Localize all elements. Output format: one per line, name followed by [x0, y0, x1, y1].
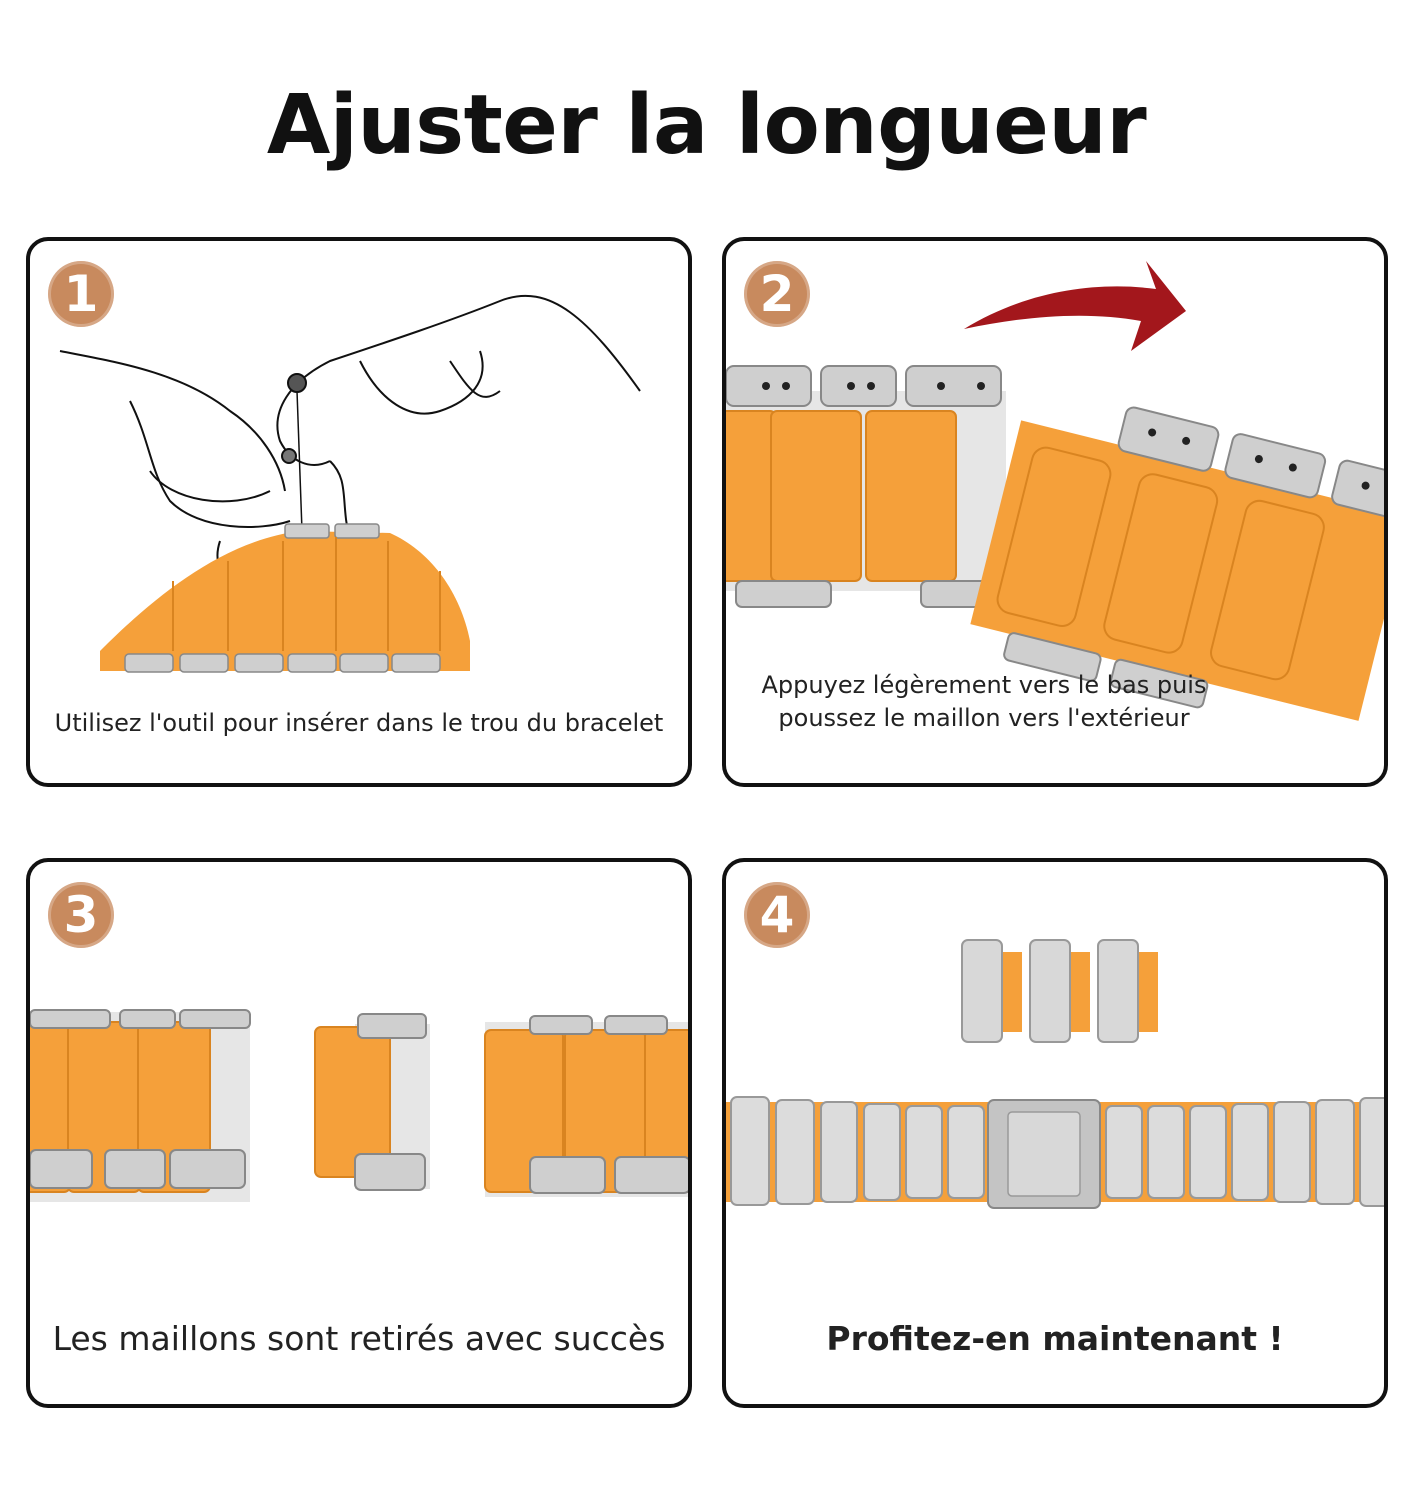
step-2-panel: 2 [722, 237, 1388, 787]
step-3-badge: 3 [48, 882, 114, 948]
push-link-illustration [726, 261, 1384, 721]
removed-links-illustration [30, 1009, 688, 1202]
step-2-badge: 2 [744, 261, 810, 327]
step-1-caption: Utilisez l'outil pour insérer dans le tr… [54, 709, 664, 737]
step-3-panel: 3 [26, 858, 692, 1408]
step-2-caption: Appuyez légèrement vers le bas puis pous… [744, 669, 1224, 735]
step-4-badge: 4 [744, 882, 810, 948]
step-1-panel: 1 [26, 237, 692, 787]
finished-bracelet-illustration [726, 939, 1384, 1209]
step-2-caption-line-2: poussez le maillon vers l'extérieur [778, 704, 1190, 732]
page-title: Ajuster la longueur [266, 78, 1147, 173]
red-arrow-icon [964, 261, 1186, 351]
step-4-panel: 4 Profite [722, 858, 1388, 1408]
step-4-caption: Profitez-en maintenant ! [826, 1319, 1284, 1358]
step-1-badge: 1 [48, 261, 114, 327]
step-2-caption-line-1: Appuyez légèrement vers le bas puis [761, 671, 1207, 699]
step-3-caption: Les maillons sont retirés avec succès [52, 1319, 666, 1358]
hands-tool-illustration [59, 294, 641, 673]
